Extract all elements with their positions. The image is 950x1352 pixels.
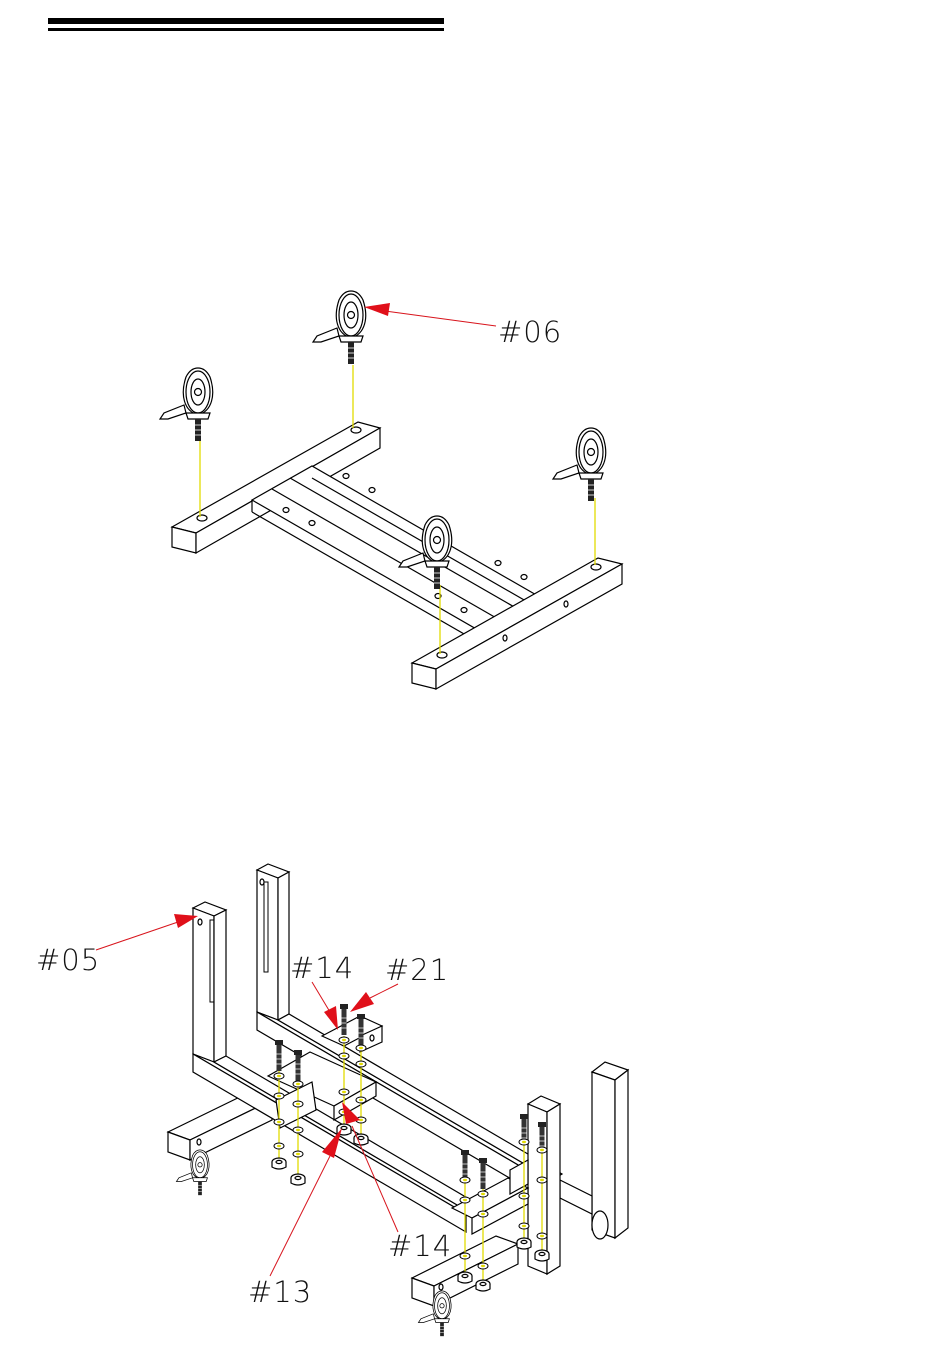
leg-callout: #05 [36,914,198,977]
bolt-part-number: #21 [385,953,449,987]
leg-part-number: #05 [36,943,100,977]
caster-wheel-back [313,291,366,364]
washer-top-part-number: #14 [290,951,354,985]
washer-bottom-part-number: #14 [388,1229,452,1263]
caster-callout: #06 [364,303,562,349]
caster-part-number: #06 [498,315,562,349]
base-frame [172,422,622,689]
caster-wheel-right [553,428,606,501]
nut-part-number: #13 [248,1275,312,1309]
caster-wheel-left [160,368,213,441]
bolt-callout: #21 [350,953,449,1012]
